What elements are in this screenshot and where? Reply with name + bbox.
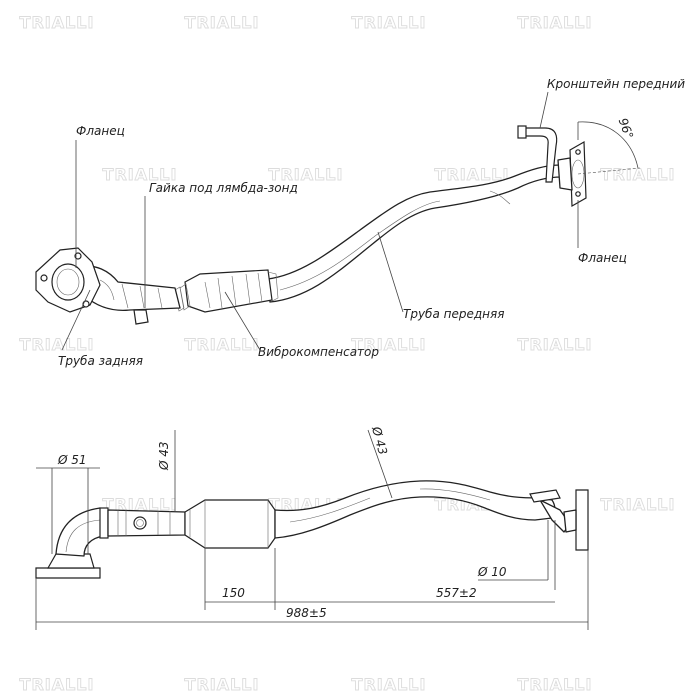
front-bracket-side [529, 489, 561, 503]
watermark-logo: TRIALLI [185, 335, 260, 354]
label-rear-pipe: Труба задняя [58, 354, 143, 368]
label-flange-front: Фланец [578, 251, 627, 265]
watermark-logo: TRIALLI [185, 13, 260, 32]
watermark-logo: TRIALLI [352, 13, 427, 32]
watermark-logo: TRIALLI [352, 675, 427, 694]
angle-arc [577, 121, 639, 169]
rear-flange-isometric [35, 247, 101, 313]
leader-lines [61, 91, 579, 351]
watermark-logo: TRIALLI [103, 165, 178, 184]
label-bracket-front: Кронштейн передний [547, 77, 685, 91]
front-flange-isometric [557, 140, 587, 208]
watermark-logo: TRIALLI [185, 675, 260, 694]
watermark-logo: TRIALLI [518, 675, 593, 694]
watermark-logo: TRIALLI [20, 335, 95, 354]
watermark-logo: TRIALLI [20, 13, 95, 32]
dim-angle: 96° [616, 116, 636, 141]
front-bracket [517, 125, 558, 183]
dim-len-988: 988±5 [286, 606, 327, 620]
watermark-logo: TRIALLI [20, 675, 95, 694]
watermark-logo: TRIALLI [435, 165, 510, 184]
watermark-logo: TRIALLI [269, 165, 344, 184]
watermark-logo: TRIALLI [352, 335, 427, 354]
lambda-nut [133, 309, 149, 325]
watermark-logo: TRIALLI [601, 495, 676, 514]
dim-dia-51: Ø 51 [57, 453, 87, 467]
vibro-compensator-side [184, 499, 276, 549]
vibro-compensator [174, 269, 279, 313]
watermark-grid: TRIALLI TRIALLI TRIALLI TRIALLI TRIALLI TRIAL… [19, 13, 676, 695]
watermark-logo: TRIALLI [518, 335, 593, 354]
front-pipe-body [267, 164, 563, 303]
watermark-logo: TRIALLI [601, 165, 676, 184]
front-flange-side [575, 489, 589, 551]
rear-flange-side [35, 567, 101, 579]
dim-dia-10: Ø 10 [477, 565, 507, 579]
label-front-pipe: Труба передняя [403, 307, 504, 321]
watermark-logo: TRIALLI [103, 495, 178, 514]
dim-len-557: 557±2 [436, 586, 477, 600]
dim-dia-43-left: Ø 43 [157, 441, 171, 471]
label-vibro: Виброкомпенсатор [258, 345, 379, 359]
lambda-nut-side [133, 516, 147, 530]
rear-elbow [55, 507, 105, 557]
rear-pipe-body [77, 265, 181, 311]
label-flange-rear: Фланец [76, 124, 125, 138]
side-view [35, 429, 589, 630]
watermark-logo: TRIALLI [518, 13, 593, 32]
label-lambda-nut: Гайка под лямбда-зонд [149, 181, 298, 195]
dim-len-150: 150 [222, 586, 245, 600]
isometric-view [35, 121, 641, 325]
front-pipe-side [274, 480, 556, 539]
